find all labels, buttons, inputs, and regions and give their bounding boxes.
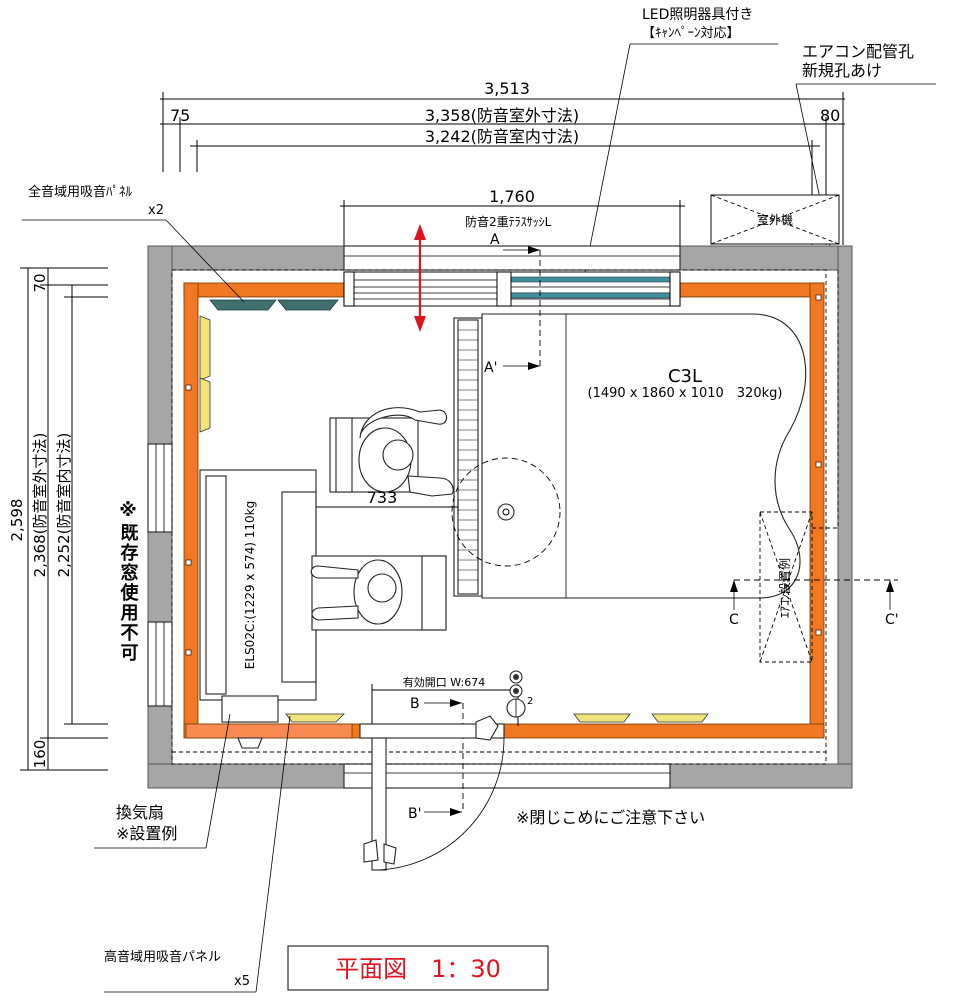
sofa: ELS02C:(1229 x 574) 110kg [199,469,317,701]
dim-right: 80 [820,106,840,125]
dim-v-bottom: 160 [31,740,49,769]
section-c-prime: C' [885,612,899,628]
panel-high-label-1: 高音域用吸音パネル [104,949,221,965]
high-range-panel-callout: 高音域用吸音パネル x5 [104,715,291,993]
outlets: 2 [506,670,533,718]
section-lines: A A' B B' C C' [408,232,899,822]
drawing-title: 平面図 1：30 [287,945,549,991]
section-b: B [410,696,420,712]
aircon-hole-callout: エアコン配管孔 新規孔あけ [795,42,936,271]
dim-733: 733 [367,488,398,507]
dim-left: 75 [170,106,190,125]
section-a: A [490,232,500,248]
dim-733-group: 733 [309,488,459,514]
outdoor-unit: 室外機 [710,194,840,245]
top-dimensions: 3,513 75 80 3,358(防音室外寸法) 3,242(防音室内寸法) … [160,79,845,262]
aircon-hole-label-2: 新規孔あけ [802,61,882,80]
caution-note: ※閉じこめにご注意下さい [516,808,705,827]
existing-walls [147,245,853,789]
piano-spec: (1490 x 1860 x 1010 320kg) [588,386,783,401]
section-b-prime: B' [408,806,421,822]
full-range-panels [209,299,339,311]
piano-keys [458,329,478,581]
dim-window: 1,760 [489,187,535,206]
terrace-sash [343,271,681,307]
aircon-example: ｴｱｺﾝ設置例 [759,270,839,663]
dim-outer: 3,358(防音室外寸法) [425,106,579,125]
panel-full-label-2: x2 [148,203,164,218]
grand-piano: C3L (1490 x 1860 x 1010 320kg) [451,313,807,599]
full-range-panel-callout: 全音域用吸音ﾊﾟﾈﾙ x2 [22,184,245,303]
sash-label: 防音2重ﾃﾗｽｻｯｼL [465,214,552,229]
aircon-example-label: ｴｱｺﾝ設置例 [777,558,792,618]
piano-model: C3L [668,366,702,387]
led-label-1: LED照明器具付き [642,7,753,23]
dim-total: 3,513 [484,79,530,98]
section-c: C [729,612,739,628]
led-label-2: 【ｷｬﾝﾍﾟｰﾝ対応】 [642,26,740,41]
dim-v-top: 70 [31,273,49,292]
drawing-title-text: 平面図 1：30 [335,955,501,983]
fan-label-1: 換気扇 [116,803,164,822]
aircon-hole-label-1: エアコン配管孔 [802,42,914,61]
door: 有効開口 W:674 [359,675,519,871]
outlet-count: 2 [527,696,533,707]
panel-high-label-2: x5 [234,974,250,989]
ventilation-fan [185,695,353,749]
sofa-spec: ELS02C:(1229 x 574) 110kg [243,501,257,669]
left-dimensions: 70 160 2,598 2,368(防音室外寸法) 2,252(防音室内寸法) [8,267,108,771]
dim-v-inner: 2,252(防音室内寸法) [55,433,73,578]
chair [310,555,447,631]
fan-label-2: ※設置例 [116,824,177,843]
high-range-panels [199,315,709,723]
dim-inner: 3,242(防音室内寸法) [425,127,579,146]
door-opening: 有効開口 W:674 [403,675,485,689]
panel-full-label-1: 全音域用吸音ﾊﾟﾈﾙ [28,184,133,200]
sash-opening-arrow [414,224,426,332]
outdoor-unit-label: 室外機 [757,212,793,227]
dim-v-total: 2,598 [8,499,26,542]
section-a-prime: A' [484,360,497,376]
fan-callout: 換気扇 ※設置例 [94,713,231,849]
window-note: ※既存窓使用不可 [118,500,140,663]
piano-bench [329,407,454,497]
dim-v-outer: 2,368(防音室外寸法) [31,433,49,578]
